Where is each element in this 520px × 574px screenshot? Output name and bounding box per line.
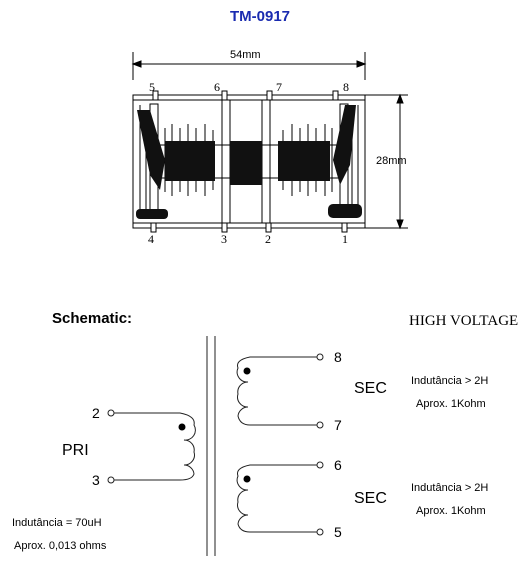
sec2-pin-bottom-label: 5 xyxy=(334,524,342,540)
lead-wire-left xyxy=(137,110,165,190)
pri-pin-bottom-label: 3 xyxy=(92,472,100,488)
lead-wire-right xyxy=(333,105,356,185)
sec1-pin-top-label: 8 xyxy=(334,349,342,365)
width-label: 54mm xyxy=(230,49,261,61)
winding-center xyxy=(230,141,262,185)
pri-pin-top-label: 2 xyxy=(92,405,100,421)
pin-3 xyxy=(221,222,228,233)
diagram-title: TM-0917 xyxy=(229,8,291,25)
sec2-polarity-dot xyxy=(243,475,251,483)
pin-label-2: 2 xyxy=(265,232,271,246)
height-label: 28mm xyxy=(376,155,407,167)
pins xyxy=(150,90,348,233)
polarity-dots xyxy=(178,367,251,483)
pin-label-7: 7 xyxy=(276,80,282,94)
high-voltage-label: HIGH VOLTAGE xyxy=(409,313,519,329)
sec1-label: SEC xyxy=(354,380,387,397)
winding-blocks xyxy=(136,105,362,219)
sec2-pin-top-label: 6 xyxy=(334,457,342,473)
height-arrow-top xyxy=(396,93,404,104)
pin-8 xyxy=(332,90,339,101)
sec2-resistance: Aprox. 1Kohm xyxy=(416,505,486,517)
pri-coil xyxy=(114,412,196,481)
pin-7 xyxy=(266,90,273,101)
pin-6 xyxy=(221,90,228,101)
height-arrow-bottom xyxy=(396,219,404,230)
winding-right xyxy=(278,141,330,181)
pri-terminal-bottom xyxy=(107,476,115,484)
winding-left xyxy=(165,141,215,181)
sec1-inductance: Indutância > 2H xyxy=(411,375,489,387)
lead-solder-left xyxy=(136,209,168,219)
width-arrow-left xyxy=(131,60,142,68)
pin-2 xyxy=(265,222,272,233)
transformer-body-outline xyxy=(132,94,366,229)
pin-5 xyxy=(152,90,159,101)
sec1-terminal-top xyxy=(316,353,324,361)
sec2-terminal-bottom xyxy=(316,528,324,536)
sec1-coil xyxy=(236,356,317,426)
pin-label-5: 5 xyxy=(149,80,155,94)
pin-4 xyxy=(150,222,157,233)
pin-label-1: 1 xyxy=(342,232,348,246)
sec2-terminal-top xyxy=(316,461,324,469)
pin-1 xyxy=(341,222,348,233)
sec2-coil xyxy=(236,464,317,533)
pin-label-8: 8 xyxy=(343,80,349,94)
sec2-label: SEC xyxy=(354,490,387,507)
pri-label: PRI xyxy=(62,442,89,459)
sec1-polarity-dot xyxy=(243,367,251,375)
schematic-drawing xyxy=(107,336,324,556)
sec1-terminal-bottom xyxy=(316,421,324,429)
lead-solder-right xyxy=(328,204,362,218)
pin-label-4: 4 xyxy=(148,232,154,246)
width-arrow-right xyxy=(356,60,367,68)
pri-inductance: Indutância = 70uH xyxy=(12,517,102,529)
schematic-heading: Schematic: xyxy=(52,310,133,327)
pri-terminal-top xyxy=(107,409,115,417)
pin-label-3: 3 xyxy=(221,232,227,246)
pri-resistance: Aprox. 0,013 ohms xyxy=(14,540,107,552)
pri-polarity-dot xyxy=(178,423,186,431)
pin-label-6: 6 xyxy=(214,80,220,94)
sec1-resistance: Aprox. 1Kohm xyxy=(416,398,486,410)
sec2-inductance: Indutância > 2H xyxy=(411,482,489,494)
sec1-pin-bottom-label: 7 xyxy=(334,417,342,433)
